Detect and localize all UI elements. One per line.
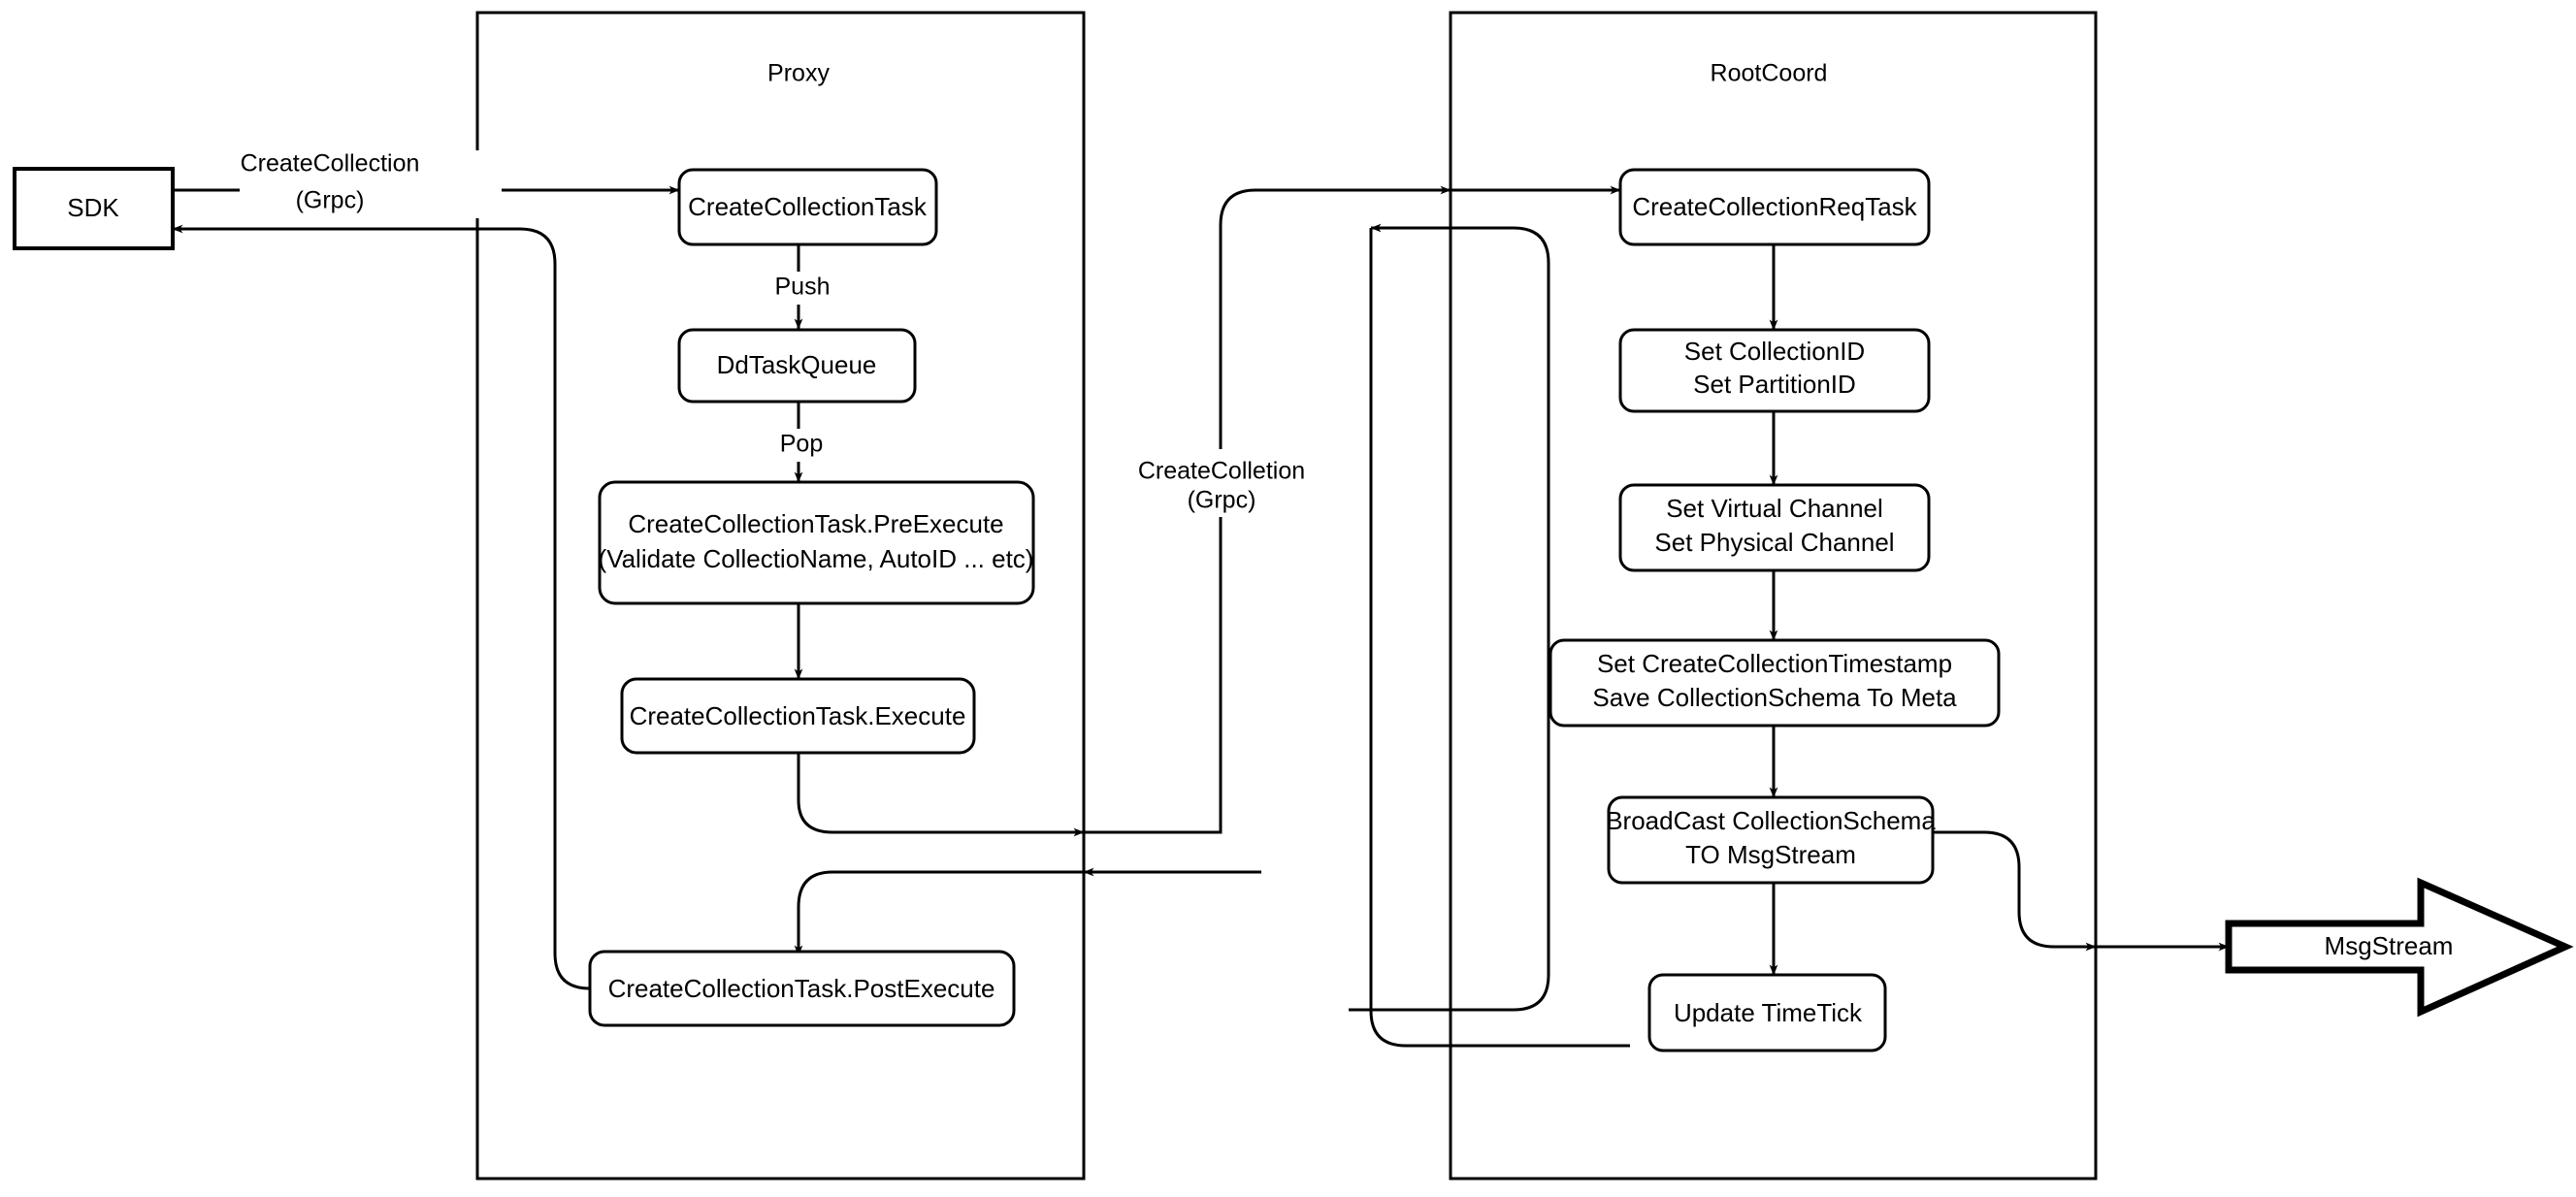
- node-set-collection-id[interactable]: Set CollectionID Set PartitionID: [1618, 328, 1931, 413]
- node-set-virtual-channel-line1: Set Virtual Channel: [1666, 494, 1883, 523]
- edge-label-push: Push: [764, 272, 841, 305]
- node-broadcast-line2: TO MsgStream: [1685, 840, 1856, 869]
- node-create-collection-task-label: CreateCollectionTask: [688, 192, 928, 221]
- node-create-collection-task-preexecute[interactable]: CreateCollectionTask.PreExecute (Validat…: [598, 480, 1035, 605]
- edge-label-sdk-line1: CreateCollection: [241, 150, 420, 178]
- node-sdk-box[interactable]: [13, 167, 175, 250]
- node-msgstream-shape[interactable]: [2225, 877, 2574, 1018]
- edge-return-to-postexecute: [794, 870, 1203, 956]
- node-dd-task-queue[interactable]: DdTaskQueue: [677, 328, 917, 404]
- lane-rootcoord-title: RootCoord: [1711, 60, 1828, 87]
- node-postexecute-label: CreateCollectionTask.PostExecute: [608, 974, 995, 1003]
- node-msgstream[interactable]: MsgStream: [2225, 877, 2574, 1018]
- edge-label-rootcoord-line1: CreateColletion: [1138, 458, 1305, 485]
- lane-proxy-title: Proxy: [767, 60, 830, 87]
- node-create-collection-task[interactable]: CreateCollectionTask: [677, 168, 938, 246]
- node-sdk-label: SDK: [67, 193, 119, 222]
- edge-label-sdk-to-proxy: CreateCollection (Grpc): [240, 150, 502, 218]
- node-create-collection-task-execute-box[interactable]: [620, 677, 976, 755]
- node-set-virtual-channel-line2: Set Physical Channel: [1654, 528, 1894, 557]
- node-create-collection-task-box[interactable]: [677, 168, 938, 246]
- edge-proxy-to-rootcoord-request: [832, 185, 1451, 834]
- node-set-create-collection-timestamp[interactable]: Set CreateCollectionTimestamp Save Colle…: [1549, 638, 2001, 728]
- edge-label-push-text: Push: [775, 274, 831, 301]
- edge-label-rootcoord-backdrop: [1101, 449, 1353, 517]
- node-preexecute-label-line2: (Validate CollectioName, AutoID ... etc): [599, 544, 1034, 573]
- node-create-collection-req-task-label: CreateCollectionReqTask: [1632, 192, 1917, 221]
- edge-label-sdk-backdrop: [240, 150, 502, 218]
- node-preexecute-label-line1: CreateCollectionTask.PreExecute: [628, 509, 1003, 538]
- edge-postexecute-to-sdk: [172, 224, 591, 990]
- node-create-collection-task-postexecute-box[interactable]: [588, 950, 1016, 1027]
- node-dd-task-queue-box[interactable]: [677, 328, 917, 404]
- node-set-virtual-channel[interactable]: Set Virtual Channel Set Physical Channel: [1618, 483, 1931, 572]
- node-update-timetick-label: Update TimeTick: [1674, 998, 1863, 1027]
- edge-label-proxy-to-rootcoord: CreateColletion (Grpc): [1101, 449, 1353, 517]
- node-create-collection-task-preexecute-box[interactable]: [598, 480, 1035, 605]
- node-set-collection-id-box[interactable]: [1618, 328, 1931, 413]
- node-dd-task-queue-label: DdTaskQueue: [717, 350, 877, 379]
- node-set-virtual-channel-box[interactable]: [1618, 483, 1931, 572]
- edge-label-push-backdrop: [764, 272, 841, 305]
- node-set-collection-id-line2: Set PartitionID: [1693, 370, 1856, 399]
- node-broadcast-collection-schema[interactable]: BroadCast CollectionSchema TO MsgStream: [1606, 795, 1936, 885]
- node-sdk[interactable]: SDK: [13, 167, 175, 250]
- node-create-collection-req-task-box[interactable]: [1618, 168, 1931, 246]
- node-broadcast-collection-schema-box[interactable]: [1607, 795, 1935, 885]
- edge-broadcast-to-msgstream-rail: [1933, 830, 2097, 952]
- node-timestamp-line1: Set CreateCollectionTimestamp: [1597, 649, 1952, 678]
- node-msgstream-label: MsgStream: [2325, 931, 2454, 960]
- node-create-collection-req-task[interactable]: CreateCollectionReqTask: [1618, 168, 1931, 246]
- edge-label-pop-backdrop: [769, 429, 833, 462]
- edge-execute-to-rootcoord: [797, 753, 1085, 837]
- node-broadcast-line1: BroadCast CollectionSchema: [1606, 806, 1936, 835]
- node-set-collection-id-line1: Set CollectionID: [1684, 337, 1865, 366]
- node-create-collection-task-execute[interactable]: CreateCollectionTask.Execute: [620, 677, 976, 755]
- edge-update-timetick-return: [1349, 226, 1550, 1012]
- edge-label-pop-text: Pop: [780, 431, 823, 458]
- node-update-timetick[interactable]: Update TimeTick: [1647, 973, 1887, 1052]
- node-timestamp-line2: Save CollectionSchema To Meta: [1592, 683, 1957, 712]
- node-create-collection-task-postexecute[interactable]: CreateCollectionTask.PostExecute: [588, 950, 1016, 1027]
- node-execute-label: CreateCollectionTask.Execute: [630, 701, 966, 730]
- edge-label-rootcoord-line2: (Grpc): [1188, 487, 1256, 514]
- edge-label-sdk-line2: (Grpc): [296, 187, 365, 214]
- edge-label-pop: Pop: [769, 429, 833, 462]
- node-set-create-collection-timestamp-box[interactable]: [1549, 638, 2001, 728]
- node-update-timetick-box[interactable]: [1647, 973, 1887, 1052]
